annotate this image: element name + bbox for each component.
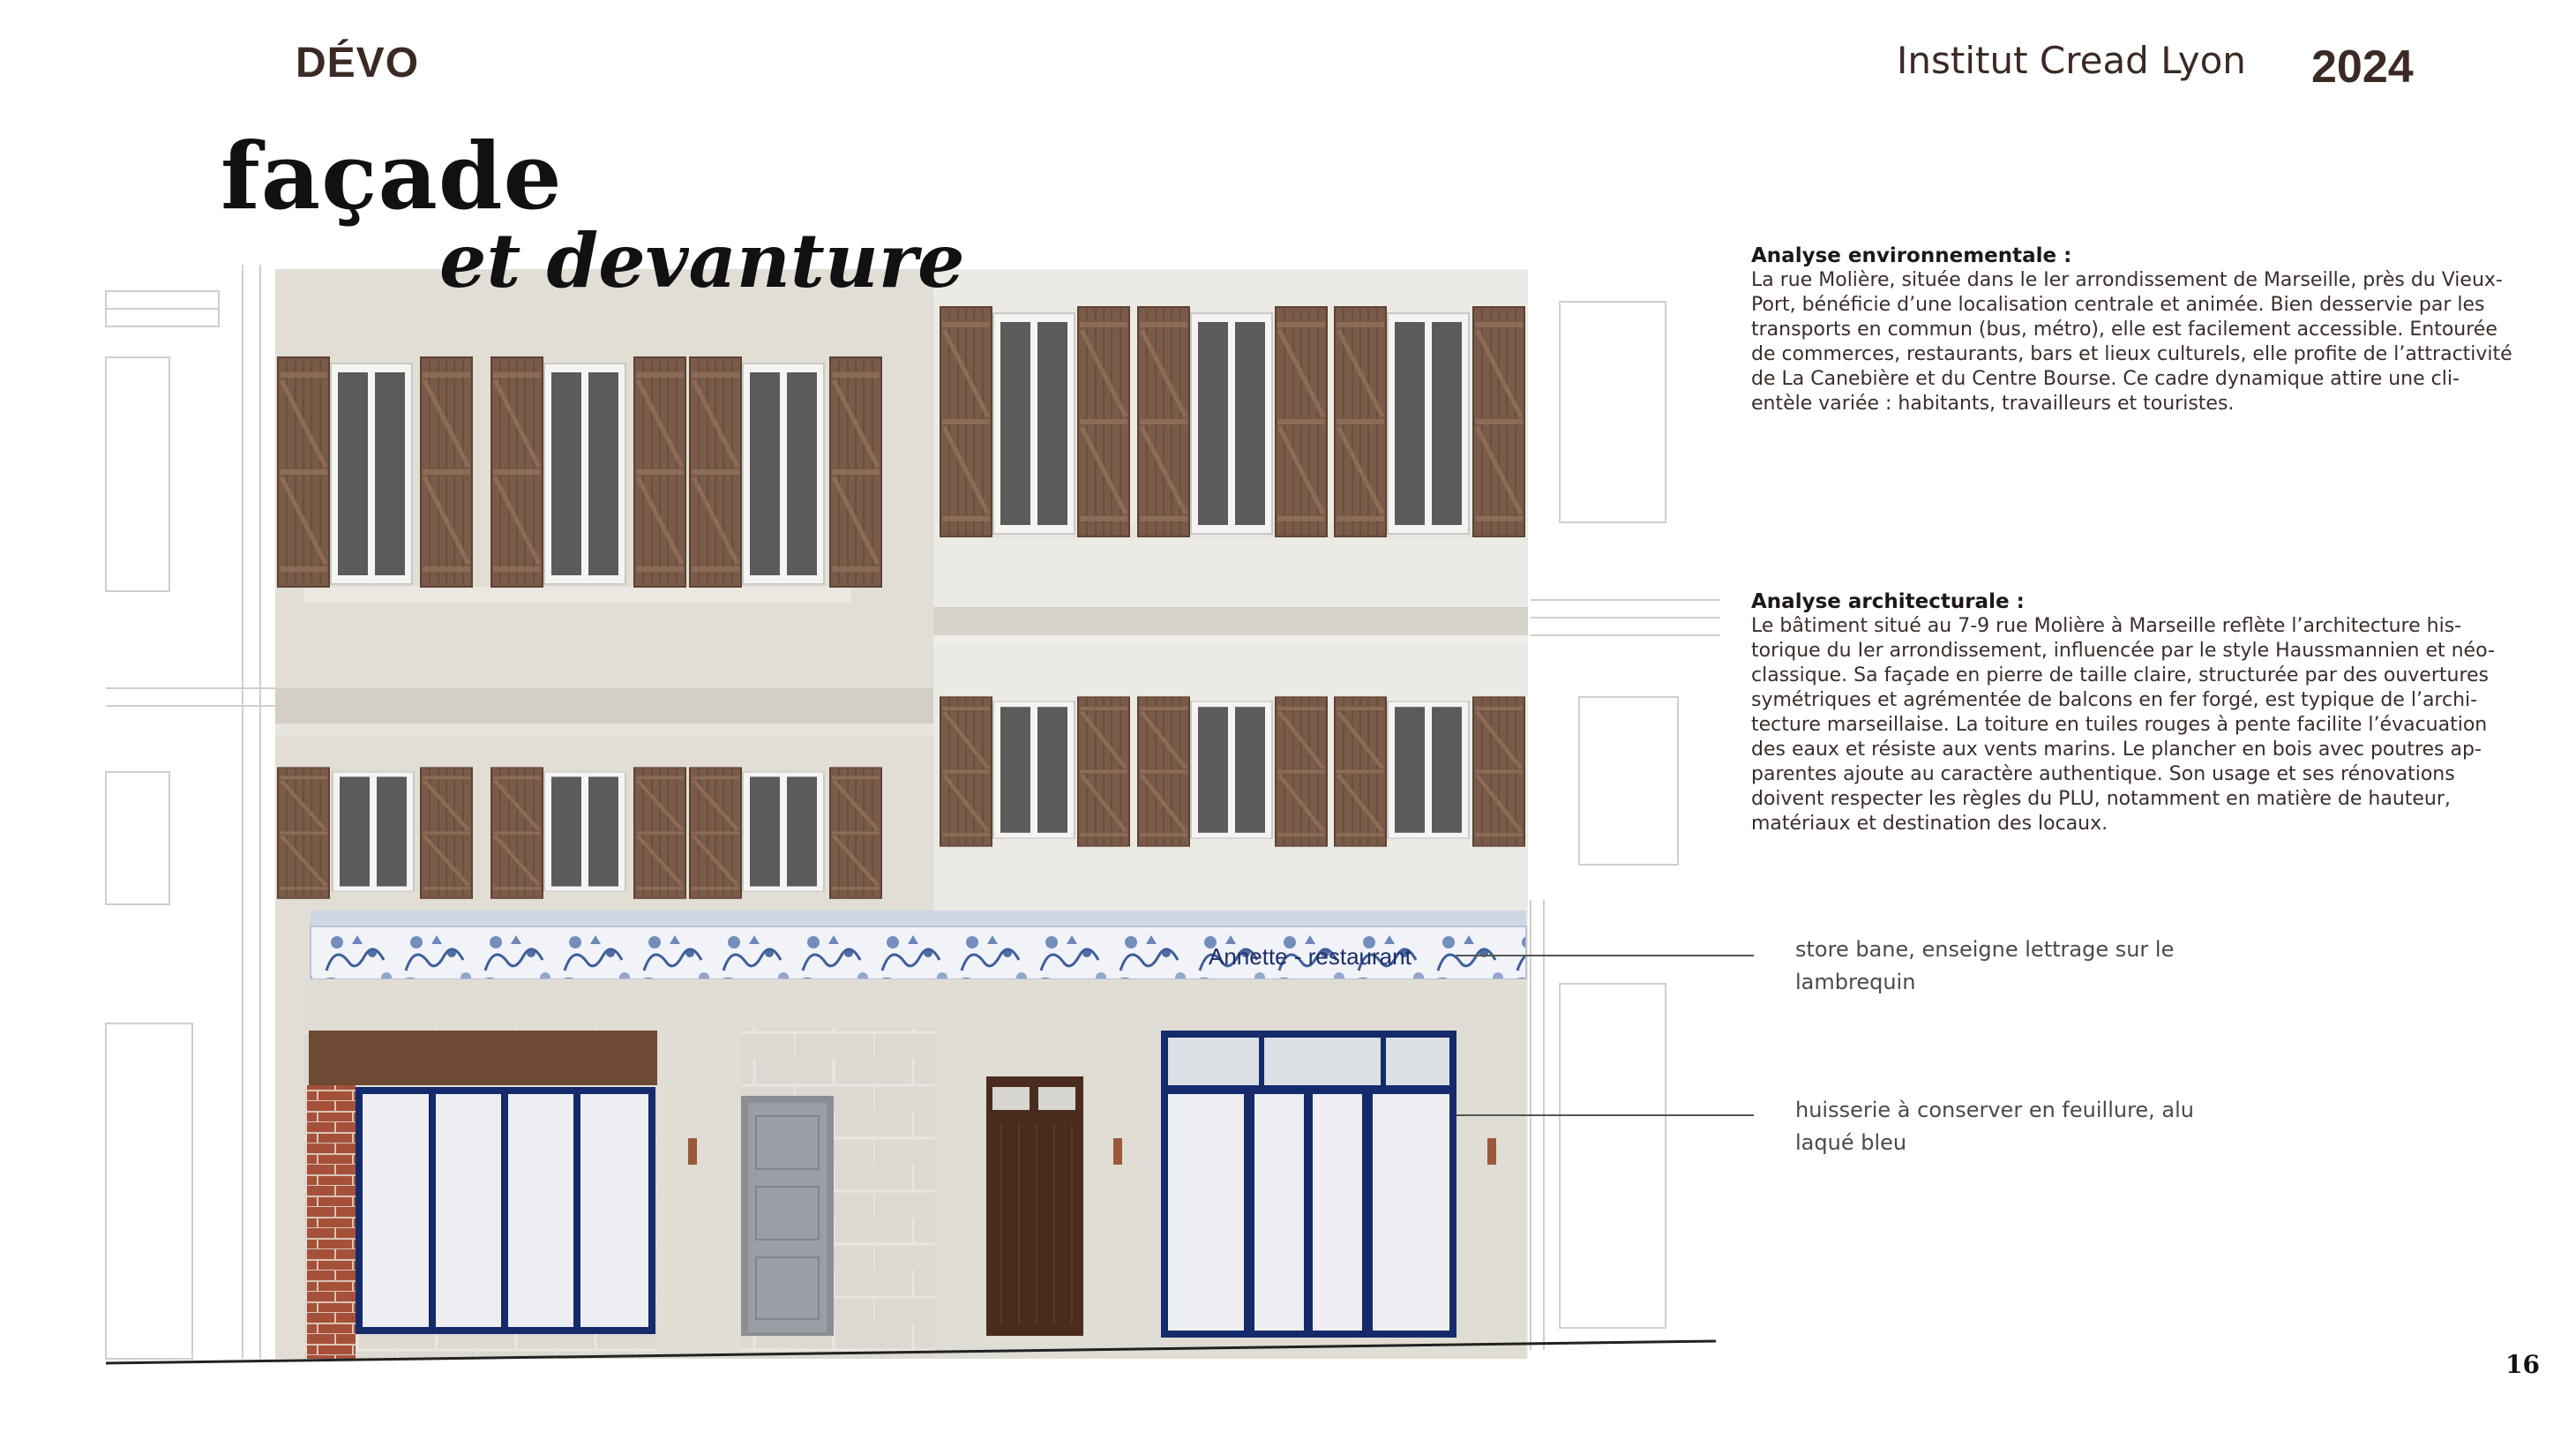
awning-annotation-line: lambrequin — [1795, 970, 1916, 994]
awning-annotation: store bane, enseigne lettrage sur le lam… — [1795, 933, 2254, 999]
title-facade: façade — [221, 122, 563, 230]
env-line: de commerces, restaurants, bars et lieux… — [1751, 343, 2512, 365]
environmental-analysis-heading: Analyse environnementale : — [1751, 244, 2072, 267]
architectural-analysis: Analyse architecturale : Le bâtiment sit… — [1751, 589, 2519, 836]
environmental-analysis: Analyse environnementale : La rue Molièr… — [1751, 244, 2519, 416]
env-line: entèle variée : habitants, travailleurs … — [1751, 393, 2235, 415]
arch-line: Le bâtiment situé au 7-9 rue Molière à M… — [1751, 615, 2462, 637]
arch-line: matériaux et destination des locaux. — [1751, 813, 2108, 835]
awning-sign-text: Annette - restaurant — [1209, 943, 1412, 970]
frame-annotation-line: laqué bleu — [1795, 1130, 1907, 1155]
arch-line: des eaux et résiste aux vents marins. Le… — [1751, 738, 2482, 761]
arch-line: doivent respecter les règles du PLU, not… — [1751, 788, 2451, 810]
arch-line: tecture marseillaise. La toiture en tuil… — [1751, 714, 2488, 736]
env-line: La rue Molière, située dans le Ier arron… — [1751, 269, 2503, 291]
arch-line: classique. Sa façade en pierre de taille… — [1751, 664, 2490, 686]
awning-annotation-line: store bane, enseigne lettrage sur le — [1795, 937, 2175, 962]
page-number: 16 — [2505, 1350, 2540, 1379]
architectural-analysis-heading: Analyse architecturale : — [1751, 590, 2025, 613]
arch-line: symétriques et agrémentée de balcons en … — [1751, 689, 2478, 711]
env-line: de La Canebière et du Centre Bourse. Ce … — [1751, 368, 2460, 390]
institute-name: Institut Cread Lyon — [1897, 39, 2246, 82]
year-label: 2024 — [2311, 41, 2414, 93]
brand-name: DÉVO — [296, 40, 420, 86]
arch-line: torique du Ier arrondissement, influencé… — [1751, 640, 2495, 662]
title-devanture: et devanture — [439, 217, 965, 304]
env-line: transports en commun (bus, métro), elle … — [1751, 319, 2497, 341]
arch-line: parentes ajoute au caractère authentique… — [1751, 763, 2455, 785]
frame-annotation-line: huisserie à conserver en feuillure, alu — [1795, 1098, 2195, 1122]
env-line: Port, bénéficie d’une localisation centr… — [1751, 294, 2485, 316]
frame-annotation: huisserie à conserver en feuillure, alu … — [1795, 1094, 2254, 1159]
